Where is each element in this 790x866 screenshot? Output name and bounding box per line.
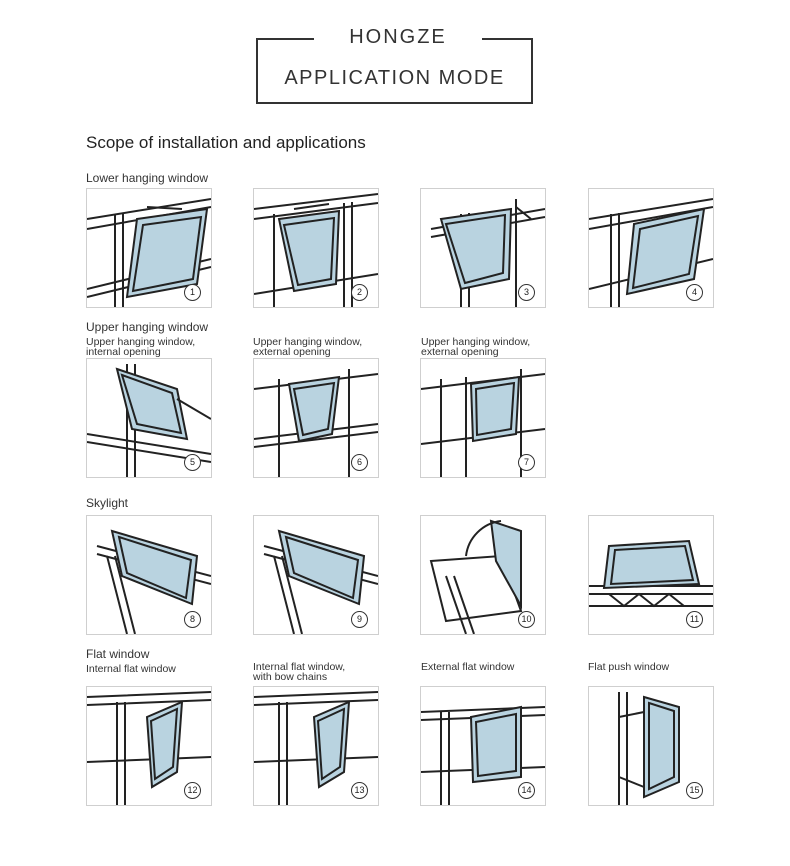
header-rule-right bbox=[482, 38, 533, 40]
tile-flat-12: 12 bbox=[86, 686, 212, 806]
tile-flat-13: 13 bbox=[253, 686, 379, 806]
tile-lower-hanging-1: 1 bbox=[86, 188, 212, 308]
tile-skylight-9: 9 bbox=[253, 515, 379, 635]
tile-upper-hanging-7: 7 bbox=[420, 358, 546, 478]
page-title: APPLICATION MODE bbox=[284, 67, 505, 89]
tile-number: 15 bbox=[686, 782, 703, 799]
caption-upper-external: Upper hanging window, external opening bbox=[253, 336, 363, 358]
caption-flat-bow-chains: Internal flat window, with bow chains bbox=[253, 661, 346, 683]
tile-number: 9 bbox=[351, 611, 368, 628]
tile-number: 11 bbox=[686, 611, 703, 628]
tile-number: 5 bbox=[184, 454, 201, 471]
tile-flat-15: 15 bbox=[588, 686, 714, 806]
tile-number: 7 bbox=[518, 454, 535, 471]
tile-flat-14: 14 bbox=[420, 686, 546, 806]
brand-title: HONGZE bbox=[349, 26, 447, 48]
tile-skylight-11: 11 bbox=[588, 515, 714, 635]
section-flat-window: Flat window bbox=[86, 647, 150, 661]
tile-number: 13 bbox=[351, 782, 368, 799]
tile-number: 1 bbox=[184, 284, 201, 301]
header-rule-left bbox=[256, 38, 314, 40]
tile-number: 10 bbox=[518, 611, 535, 628]
tile-skylight-10: 10 bbox=[420, 515, 546, 635]
section-upper-hanging: Upper hanging window bbox=[86, 320, 209, 334]
tile-lower-hanging-4: 4 bbox=[588, 188, 714, 308]
tile-upper-hanging-5: 5 bbox=[86, 358, 212, 478]
tile-lower-hanging-3: 3 bbox=[420, 188, 546, 308]
window-diagram bbox=[87, 198, 211, 307]
caption-flat-external: External flat window bbox=[421, 661, 515, 673]
scope-heading: Scope of installation and applications bbox=[86, 133, 366, 152]
tile-number: 3 bbox=[518, 284, 535, 301]
tile-number: 12 bbox=[184, 782, 201, 799]
tile-lower-hanging-2: 2 bbox=[253, 188, 379, 308]
header-frame bbox=[256, 38, 533, 104]
tile-number: 14 bbox=[518, 782, 535, 799]
caption-flat-internal: Internal flat window bbox=[86, 663, 176, 675]
tile-number: 2 bbox=[351, 284, 368, 301]
tile-upper-hanging-6: 6 bbox=[253, 358, 379, 478]
caption-upper-external-2: Upper hanging window, external opening bbox=[421, 336, 531, 358]
caption-flat-push: Flat push window bbox=[588, 661, 670, 673]
caption-upper-internal: Upper hanging window, internal opening bbox=[86, 336, 196, 358]
section-skylight: Skylight bbox=[86, 496, 129, 510]
tile-number: 6 bbox=[351, 454, 368, 471]
tile-number: 8 bbox=[184, 611, 201, 628]
section-lower-hanging: Lower hanging window bbox=[86, 171, 209, 185]
tile-skylight-8: 8 bbox=[86, 515, 212, 635]
tile-number: 4 bbox=[686, 284, 703, 301]
